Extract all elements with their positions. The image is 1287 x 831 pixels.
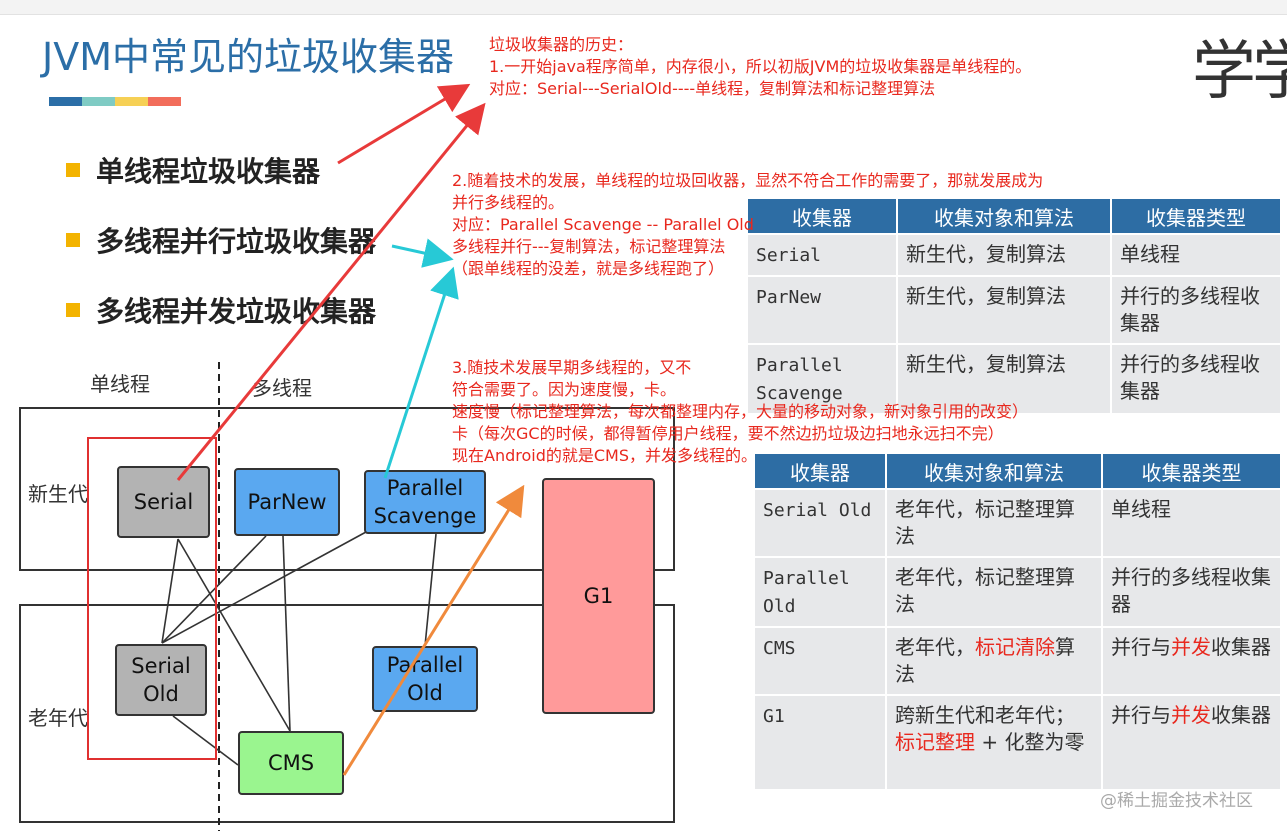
link-serialold-cms: [172, 715, 239, 766]
concurrent-note: 3.随技术发展早期多线程的，又不 符合需要了。因为速度慢，卡。 速度慢（标记整理…: [452, 358, 1029, 465]
table-header-algorithm: 收集对象和算法: [887, 454, 1101, 488]
table-row: Parallel Scavenge 新生代，复制算法 并行的多线程收集器: [748, 345, 1280, 413]
old-gen-region: [19, 604, 675, 823]
title-stripe-1: [49, 97, 82, 106]
arrow-cms-to-note: [342, 484, 525, 776]
title-stripe-2: [82, 97, 115, 106]
node-cms: CMS: [238, 731, 344, 795]
table-row: ParNew 新生代，复制算法 并行的多线程收集器: [748, 277, 1280, 343]
young-gen-collector-table: 收集器 收集对象和算法 收集器类型 Serial 新生代，复制算法 单线程 Pa…: [746, 197, 1282, 415]
bullet-single-thread: 单线程垃圾收集器: [66, 150, 320, 190]
arrow-serial-to-history: [176, 102, 486, 481]
link-serial-serialold: [161, 538, 179, 644]
watermark: @稀土掘金技术社区: [1100, 791, 1253, 811]
table-header-algorithm: 收集对象和算法: [898, 199, 1110, 233]
history-note: 垃圾收集器的历史： 1.一开始java程序简单，内存很小，所以初版JVM的垃圾收…: [489, 35, 1032, 98]
link-parnew-cms: [282, 535, 291, 732]
link-parnew-serialold: [161, 535, 267, 644]
old-gen-label: 老年代: [28, 706, 88, 730]
logo: 学学: [1192, 35, 1287, 109]
single-thread-label: 单线程: [90, 372, 150, 396]
arrow-scavenge-to-note: [383, 266, 459, 479]
title-stripe-3: [115, 97, 148, 106]
browser-toolbar-strip: [0, 0, 1287, 15]
node-g1: G1: [542, 478, 655, 714]
table-row: Serial 新生代，复制算法 单线程: [748, 235, 1280, 275]
arrow-parallel-to-note: [391, 238, 454, 268]
link-scavenge-serialold: [161, 531, 367, 644]
multi-thread-label: 多线程: [252, 376, 312, 400]
link-serial-cms: [177, 538, 291, 732]
table-header-type: 收集器类型: [1112, 199, 1280, 233]
node-serial: Serial: [117, 466, 210, 538]
table-row: Parallel Old 老年代，标记整理算法 并行的多线程收集器: [755, 558, 1280, 626]
table-header-type: 收集器类型: [1103, 454, 1280, 488]
table-row: Serial Old 老年代，标记整理算法 单线程: [755, 490, 1280, 556]
arrow-single-to-history: [337, 83, 471, 165]
single-thread-highlight-frame: [87, 437, 217, 760]
link-scavenge-parallelold: [424, 533, 437, 647]
old-gen-collector-table: 收集器 收集对象和算法 收集器类型 Serial Old 老年代，标记整理算法 …: [753, 452, 1282, 791]
node-parnew: ParNew: [234, 468, 340, 536]
bullet-multi-parallel: 多线程并行垃圾收集器: [66, 220, 376, 260]
young-gen-region: [19, 407, 675, 571]
node-parallel-scavenge: Parallel Scavenge: [364, 470, 486, 534]
table-header-collector: 收集器: [755, 454, 885, 488]
title-stripe-4: [148, 97, 181, 106]
table-row: G1 跨新生代和老年代；标记整理 + 化整为零 并行与并发收集器: [755, 696, 1280, 789]
bullet-square-icon: [66, 303, 80, 317]
bullet-square-icon: [66, 163, 80, 177]
bullet-multi-concurrent: 多线程并发垃圾收集器: [66, 290, 376, 330]
table-header-collector: 收集器: [748, 199, 896, 233]
parallel-note: 2.随着技术的发展，单线程的垃圾回收器，显然不符合工作的需要了，那就发展成为 并…: [452, 171, 1044, 278]
bullet-square-icon: [66, 233, 80, 247]
young-gen-label: 新生代: [28, 482, 88, 506]
table-row: CMS 老年代，标记清除算法 并行与并发收集器: [755, 628, 1280, 694]
node-serial-old: Serial Old: [115, 644, 207, 716]
slide-title: JVM中常见的垃圾收集器: [42, 35, 454, 79]
